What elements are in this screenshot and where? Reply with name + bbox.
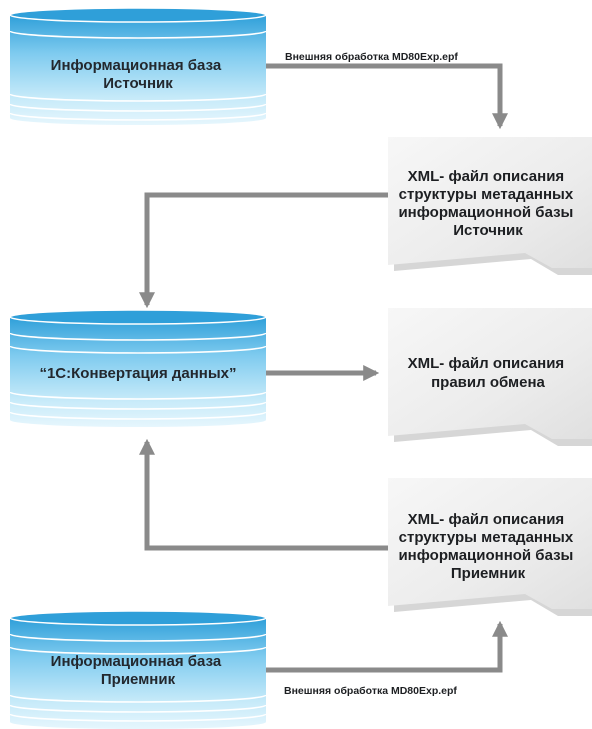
target-metadata-line-3: информационной базы [398,547,573,564]
target-database-line-2: Приемник [101,671,176,688]
target-database-label: Информационная база Приемник [51,653,226,688]
arrow-target-db-to-metadata [266,620,509,673]
source-metadata-line-4: Источник [453,222,523,239]
target-metadata-line-2: структуры метаданных [399,529,574,546]
source-database-label: Информационная база Источник [51,57,226,92]
target-database-cylinder: Информационная база Приемник [9,610,267,729]
edge-label-bottom: Внешняя обработка MD80Exp.epf [284,685,457,697]
converter-cylinder: “1С:Конвертация данных” [9,309,267,427]
source-metadata-line-2: структуры метаданных [399,186,574,203]
source-database-line-2: Источник [103,75,173,92]
source-metadata-xml-document: XML- файл описания структуры метаданных … [388,137,592,275]
target-metadata-xml-document: XML- файл описания структуры метаданных … [388,478,592,616]
connectors [138,63,509,673]
converter-label: “1С:Конвертация данных” [39,365,236,382]
arrow-source-db-to-metadata [266,63,509,130]
target-metadata-xml-label: XML- файл описания структуры метаданных … [398,511,577,582]
target-metadata-line-1: XML- файл описания [408,511,565,528]
exchange-rules-xml-document: XML- файл описания правил обмена [388,308,592,446]
source-database-line-1: Информационная база [51,57,222,74]
source-metadata-xml-label: XML- файл описания структуры метаданных … [398,168,577,239]
target-metadata-line-4: Приемник [451,565,526,582]
source-metadata-line-1: XML- файл описания [408,168,565,185]
edge-label-top: Внешняя обработка MD80Exp.epf [285,51,458,63]
target-database-line-1: Информационная база [51,653,222,670]
source-metadata-line-3: информационной базы [398,204,573,221]
exchange-rules-line-2: правил обмена [431,374,545,391]
exchange-rules-line-1: XML- файл описания [408,355,565,372]
source-database-cylinder: Информационная база Источник [9,7,267,125]
converter-line-1: “1С:Конвертация данных” [39,365,236,382]
arrow-source-metadata-to-converter [138,192,388,309]
arrow-target-metadata-to-converter [138,438,388,551]
exchange-rules-xml-label: XML- файл описания правил обмена [408,355,569,391]
